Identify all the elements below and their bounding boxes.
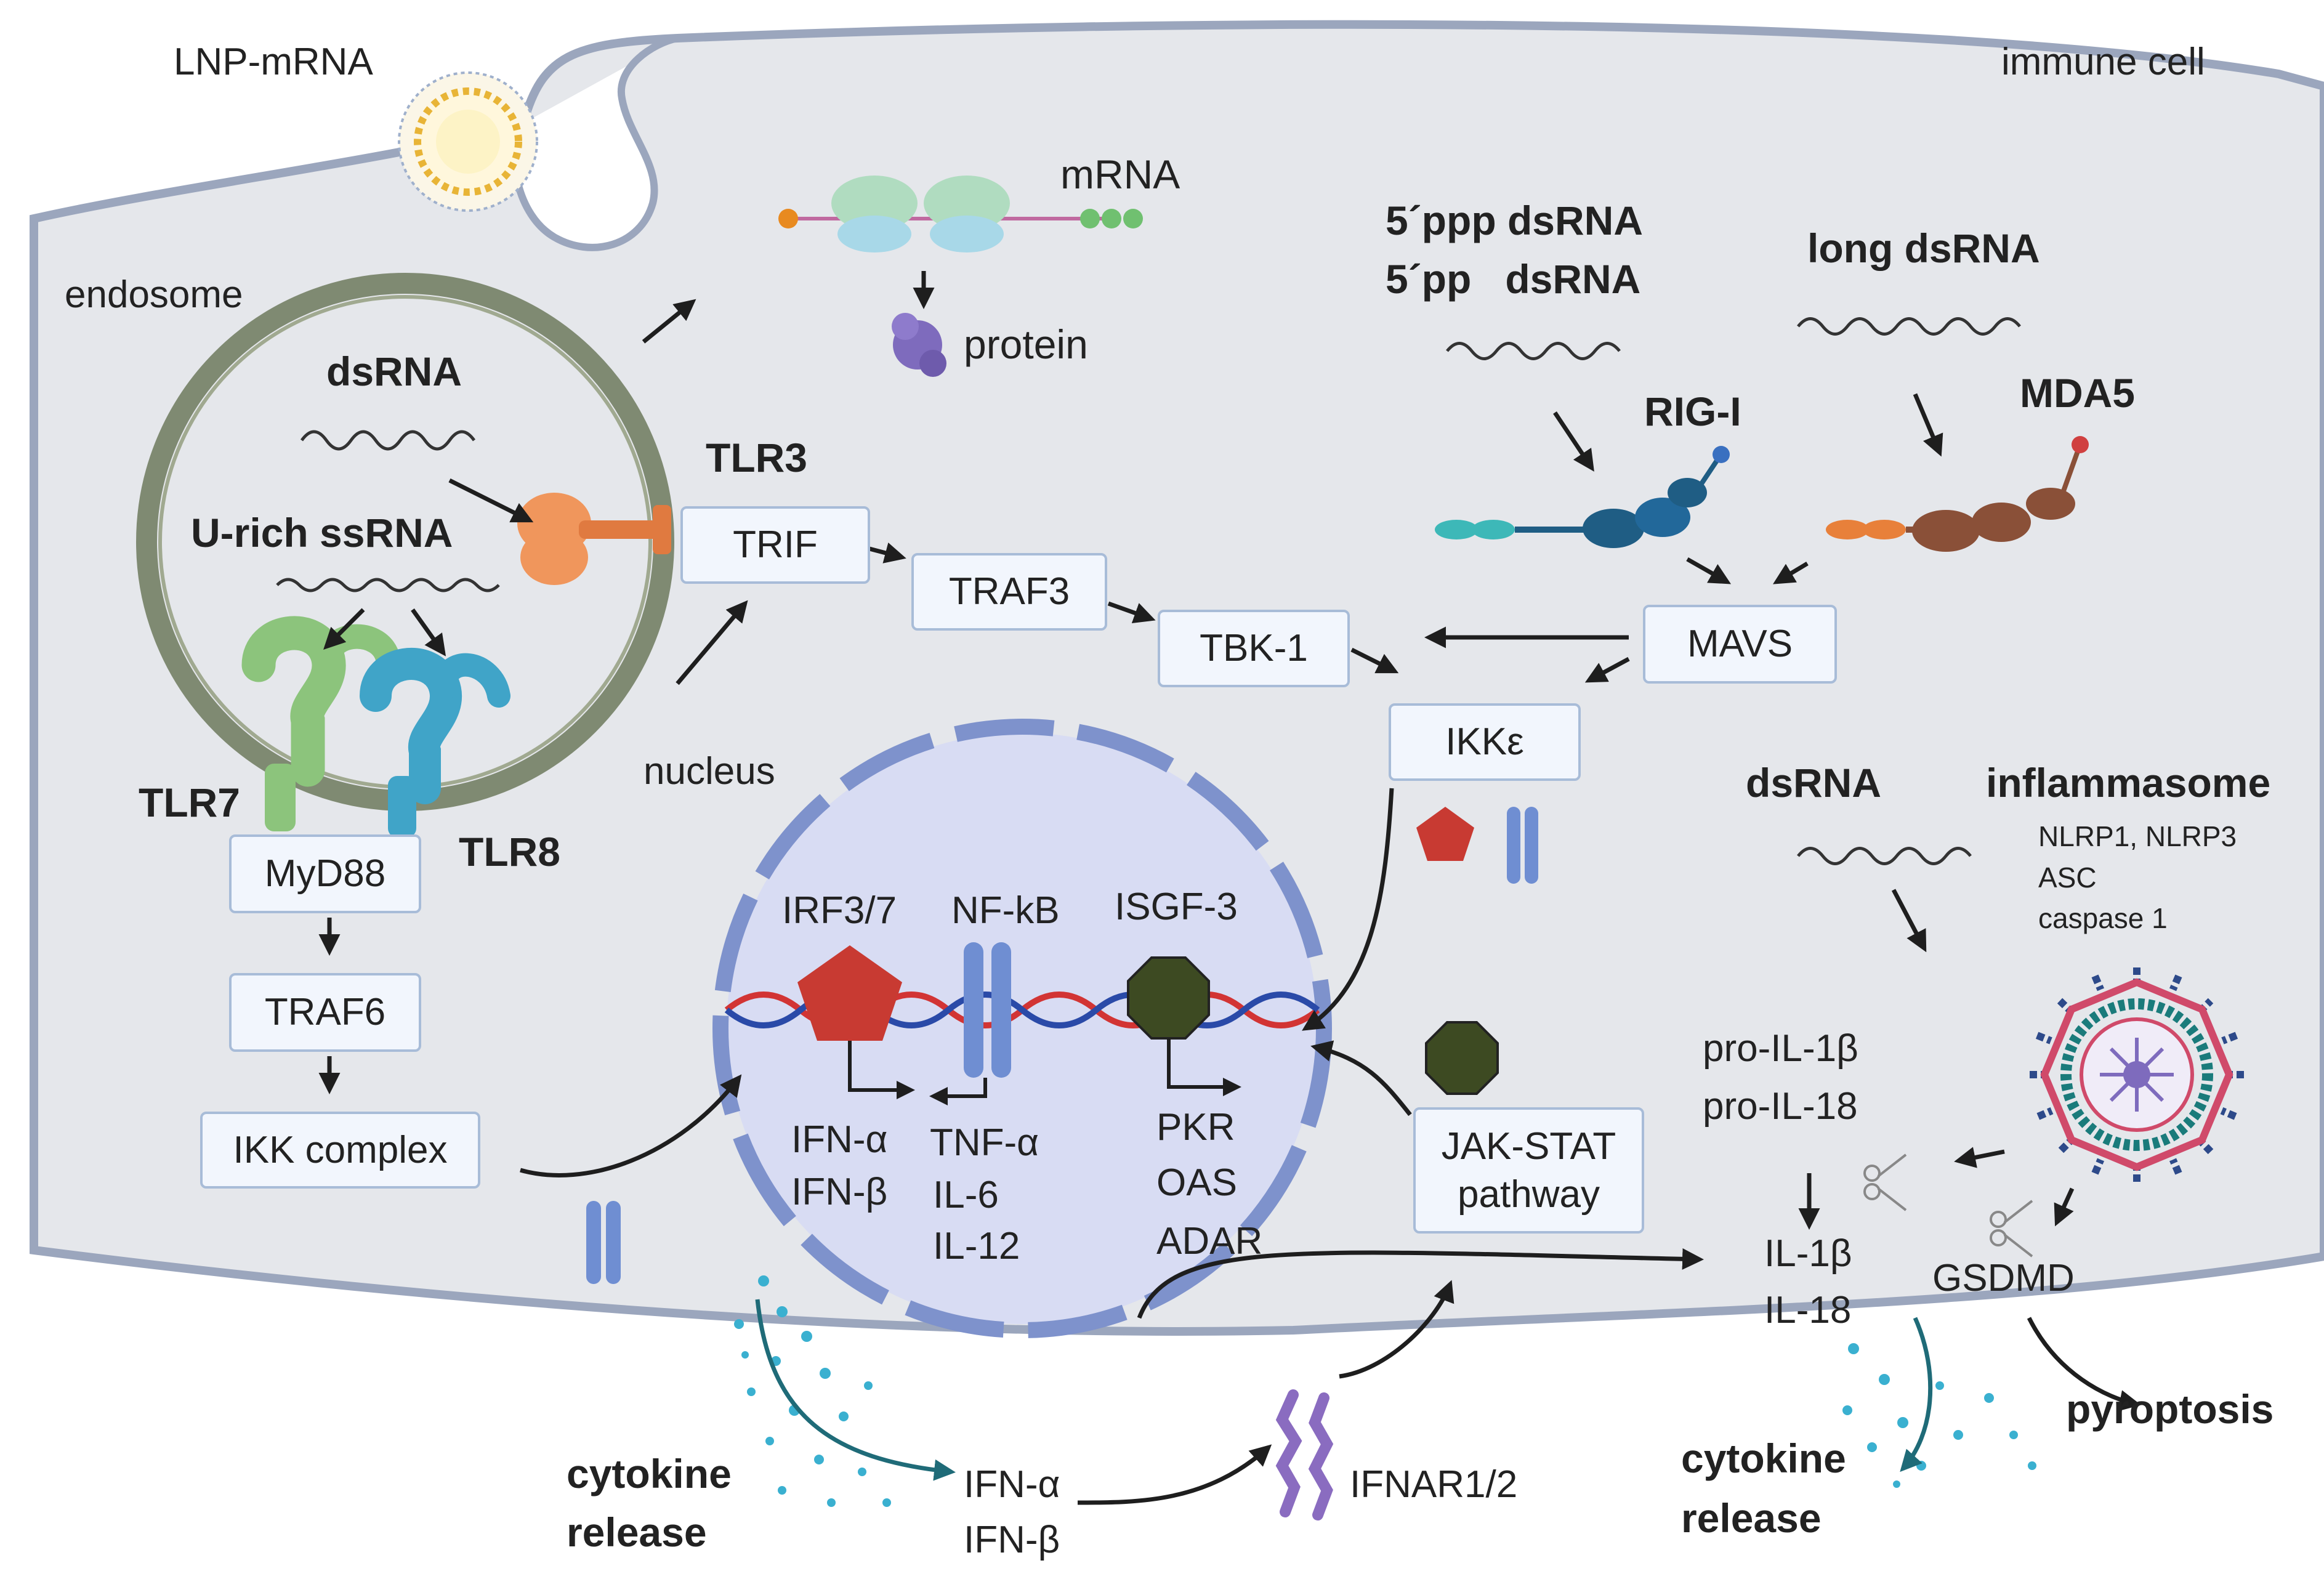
ifn-beta-nuclear-label: IFN-β [791, 1171, 888, 1213]
mrna-label: mRNA [1060, 151, 1180, 197]
isgf3-label: ISGF-3 [1115, 886, 1238, 928]
mrna-strand [778, 176, 1143, 252]
inflammasome-components-1: NLRP1, NLRP3 [2038, 820, 2237, 852]
pyroptosis-label: pyroptosis [2066, 1386, 2274, 1432]
jak-stat-line1: JAK-STAT [1441, 1125, 1616, 1168]
protein-label: protein [964, 321, 1088, 367]
rig-i-protein [1435, 446, 1730, 548]
scissors-icon-lower [1990, 1200, 2033, 1258]
inflammasome-components-3: caspase 1 [2038, 902, 2168, 934]
nucleus-label: nucleus [644, 750, 775, 793]
ppp-dsrna-squiggle [1446, 342, 1621, 360]
scissors-icon-upper [1863, 1153, 1907, 1211]
pp-dsrna-label: 5´pp dsRNA [1386, 256, 1641, 302]
jak-stat-box: JAK-STAT pathway [1413, 1107, 1644, 1234]
mavs-box: MAVS [1643, 605, 1837, 684]
irf37-pentagon [797, 945, 902, 1041]
inflammasome-components-2: ASC [2038, 862, 2097, 894]
adar-label: ADAR [1156, 1220, 1263, 1262]
lnp-mrna-label: LNP-mRNA [174, 41, 373, 83]
ifn-beta-secreted-label: IFN-β [964, 1519, 1060, 1561]
oas-label: OAS [1156, 1161, 1237, 1204]
ifnar-label: IFNAR1/2 [1350, 1463, 1518, 1506]
tlr7-receptor [241, 616, 400, 831]
il1b-label: IL-1β [1764, 1232, 1852, 1275]
ifnar-receptor [1275, 1389, 1334, 1521]
endosome-dsrna-label: dsRNA [326, 349, 462, 394]
ifn-alpha-nuclear-label: IFN-α [791, 1118, 888, 1161]
cytokine-release-left-line2: release [567, 1509, 707, 1555]
tnf-alpha-label: TNF-α [930, 1121, 1039, 1164]
ifn-alpha-secreted-label: IFN-α [964, 1463, 1060, 1506]
tlr3-label: TLR3 [706, 435, 807, 480]
cytoplasm-nfkb-dimer [586, 1201, 621, 1284]
trif-box: TRIF [680, 506, 870, 584]
tlr8-label: TLR8 [459, 829, 560, 874]
u-rich-ssrna-label: U-rich ssRNA [191, 510, 453, 555]
free-nfkb-dimer [1507, 807, 1538, 884]
long-dsrna-label: long dsRNA [1807, 225, 2040, 271]
isgf3-octagon [1127, 956, 1210, 1040]
irf37-label: IRF3/7 [782, 889, 897, 932]
free-irf-pentagon [1416, 807, 1474, 861]
cytokine-release-right-line1: cytokine [1681, 1436, 1846, 1481]
right-dsrna-label: dsRNA [1746, 760, 1882, 806]
tlr8-receptor [360, 648, 510, 838]
il18-label: IL-18 [1764, 1289, 1852, 1331]
gsdmd-label: GSDMD [1932, 1257, 2075, 1299]
nfkb-label: NF-kB [951, 889, 1060, 932]
inflammasome-label: inflammasome [1986, 760, 2271, 806]
pro-il18-label: pro-IL-18 [1703, 1085, 1858, 1128]
long-dsrna-squiggle [1797, 317, 2021, 336]
tlr7-label: TLR7 [139, 780, 240, 825]
ikk-complex-text: IKK complex [233, 1128, 448, 1171]
endocytic-pit [511, 34, 679, 251]
protein-blob [892, 313, 946, 377]
immune-cell-label: immune cell [2001, 41, 2205, 83]
jak-stat-line2: pathway [1458, 1173, 1600, 1216]
right-dsrna-squiggle [1797, 847, 1972, 865]
ppp-dsrna-label: 5´ppp dsRNA [1386, 198, 1643, 243]
nucleus [727, 733, 1318, 1324]
inflammasome-complex [2026, 964, 2248, 1185]
ssrna-wave [276, 578, 500, 592]
pro-il1b-label: pro-IL-1β [1703, 1027, 1858, 1070]
ikk-complex-box: IKK complex [200, 1112, 480, 1189]
lnp-particle [398, 71, 538, 212]
tlr3-receptor [517, 493, 671, 585]
myd88-box: MyD88 [229, 834, 421, 913]
endosome-label: endosome [65, 273, 243, 316]
mda5-protein [1826, 436, 2089, 552]
nfkb-dimer [964, 942, 1011, 1078]
traf3-box: TRAF3 [911, 553, 1107, 631]
rig-i-label: RIG-I [1644, 389, 1741, 434]
traf6-box: TRAF6 [229, 973, 421, 1052]
cytokine-release-left-line1: cytokine [567, 1451, 732, 1496]
il12-label: IL-12 [933, 1225, 1020, 1267]
endosome-dsrna-squiggle [300, 430, 476, 451]
pkr-label: PKR [1156, 1106, 1235, 1149]
ikke-box: IKKε [1389, 703, 1581, 781]
tbk1-box: TBK-1 [1158, 610, 1350, 687]
cytokine-dots-right [1842, 1343, 2036, 1488]
mda5-label: MDA5 [2020, 370, 2136, 416]
free-isgf3-octagon [1425, 1021, 1499, 1095]
cytokine-release-right-line2: release [1681, 1495, 1822, 1541]
il6-label: IL-6 [933, 1174, 999, 1216]
